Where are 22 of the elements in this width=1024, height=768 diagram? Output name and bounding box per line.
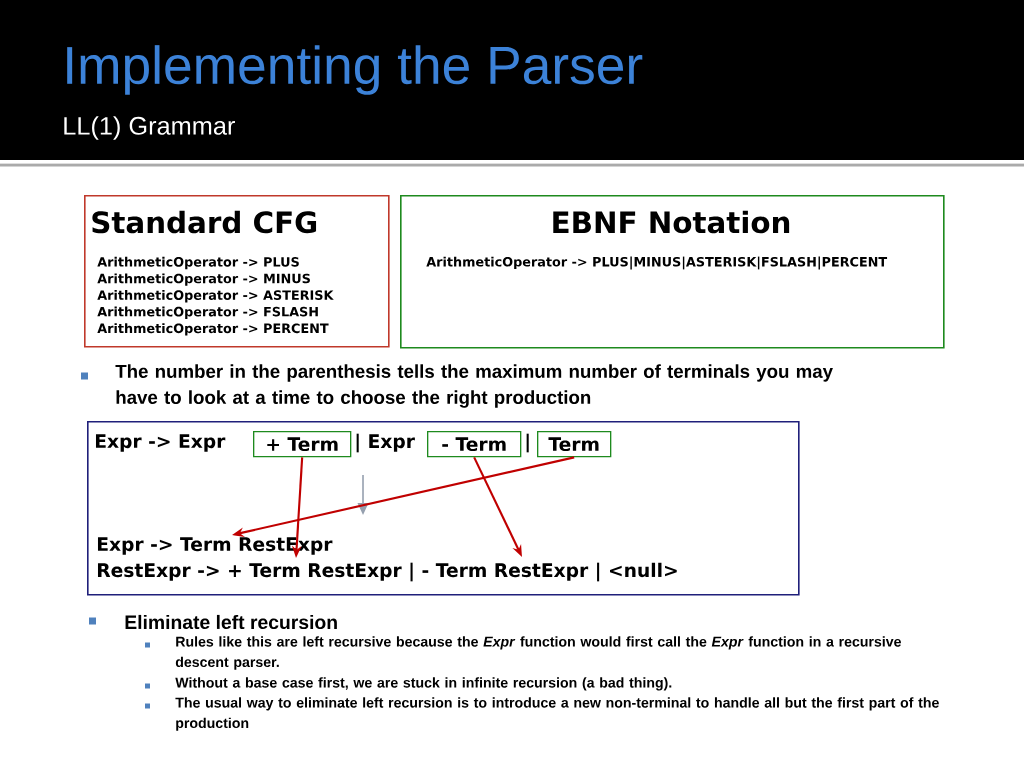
grammar-rule: Expr -> Expr — [96, 434, 226, 452]
grammar-rule: | Expr — [356, 433, 415, 453]
highlight-box: + Term — [253, 431, 352, 458]
box-heading: Standard CFG — [92, 210, 317, 234]
grammar-rule: ArithmeticOperator -> ASTERISK — [97, 290, 334, 303]
grammar-rule: | — [526, 433, 529, 453]
bullet-text: Rules like this are left recursive because the Expr function would first call the Expr function in a recursive descent parser. — [175, 636, 901, 670]
bullet-text: Without a base case first, we are stuck in infinite recursion (a bad thing). — [175, 677, 672, 691]
subtitle: LL(1) Grammar — [64, 116, 235, 140]
bullet-text: The usual way to eliminate left recursion is to introduce a new non-terminal to handle all but the first part of the production — [175, 697, 939, 731]
slide-title: Implementing the Parser — [67, 45, 643, 95]
grammar-rule: ArithmeticOperator -> MINUS — [97, 273, 310, 286]
highlight-box: Term — [537, 431, 612, 458]
grammar-rule: ArithmeticOperator -> PLUS|MINUS|ASTERISK|FSLASH|PERCENT — [426, 256, 888, 270]
grammar-rule: ArithmeticOperator -> FSLASH — [97, 306, 318, 319]
box-heading: EBNF Notation — [553, 210, 790, 234]
highlight-box: - Term — [427, 431, 522, 458]
grammar-rule: ArithmeticOperator -> PLUS — [97, 256, 299, 270]
grammar-rule: ArithmeticOperator -> PERCENT — [97, 323, 329, 336]
bullet-text: Eliminate left recursion — [125, 614, 337, 630]
grammar-rule: RestExpr -> + Term RestExpr | - Term RestExpr | <null> — [98, 562, 677, 582]
bullet-text: The number in the parenthesis tells the maximum number of terminals you may have to look at a time to choose the right production — [115, 364, 833, 408]
